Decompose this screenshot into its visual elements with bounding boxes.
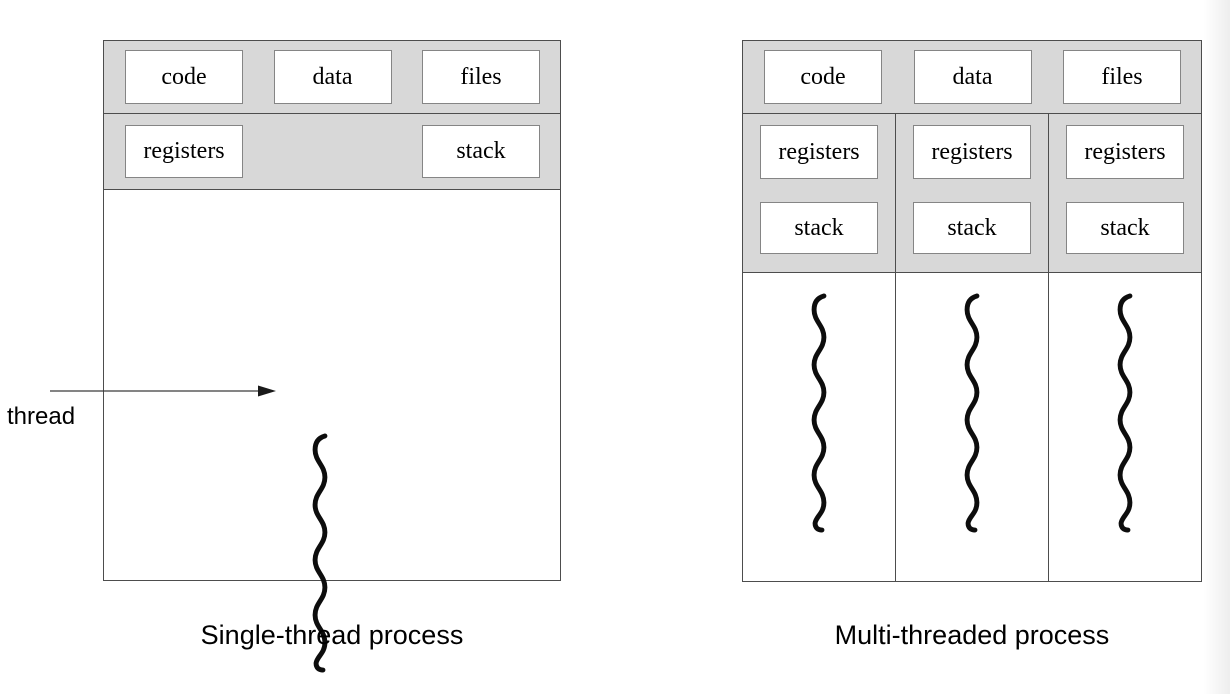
stack-label: stack <box>1100 214 1150 241</box>
registers-label: registers <box>931 138 1013 165</box>
single-thread-process-panel: code data files registers stack <box>103 40 561 581</box>
thread-context-section: registers stack <box>896 114 1048 273</box>
thread-column-1: registers stack <box>743 114 895 581</box>
stack-label: stack <box>947 214 997 241</box>
files-label: files <box>1101 63 1143 90</box>
thread-squiggle-icon <box>957 293 987 533</box>
multi-threaded-process-panel: code data files registers stack <box>742 40 1202 582</box>
files-label: files <box>460 63 502 90</box>
code-box: code <box>125 50 243 104</box>
stack-label: stack <box>456 138 506 164</box>
process-resources-row: code data files <box>743 41 1201 114</box>
code-label: code <box>800 63 846 90</box>
code-box: code <box>764 50 882 104</box>
thread-squiggle-icon <box>804 293 834 533</box>
files-box: files <box>422 50 540 104</box>
stack-box: stack <box>913 202 1031 254</box>
thread-columns: registers stack registers stack <box>743 114 1201 581</box>
data-box: data <box>913 50 1032 104</box>
thread-area <box>104 190 560 580</box>
stack-box: stack <box>422 125 540 178</box>
data-label: data <box>952 63 993 90</box>
thread-column-2: registers stack <box>895 114 1049 581</box>
registers-label: registers <box>778 138 860 165</box>
data-box: data <box>273 50 392 104</box>
multi-threaded-caption: Multi-threaded process <box>834 620 1110 650</box>
thread-pointer-label: thread <box>7 403 76 430</box>
stack-box: stack <box>760 202 878 254</box>
registers-box: registers <box>1066 125 1184 179</box>
thread-context-section: registers stack <box>743 114 895 273</box>
thread-squiggle-icon <box>1110 293 1140 533</box>
registers-label: registers <box>143 138 225 164</box>
thread-column-3: registers stack <box>1049 114 1201 581</box>
thread-context-row: registers stack <box>104 114 560 190</box>
process-resources-row: code data files <box>104 41 560 114</box>
stack-label: stack <box>794 214 844 241</box>
thread-arrow-icon <box>50 385 276 397</box>
files-box: files <box>1063 50 1181 104</box>
code-label: code <box>161 63 207 90</box>
registers-label: registers <box>1084 138 1166 165</box>
stack-box: stack <box>1066 202 1184 254</box>
registers-box: registers <box>913 125 1031 179</box>
thread-context-section: registers stack <box>1049 114 1201 273</box>
single-thread-caption: Single-thread process <box>200 620 464 650</box>
window-edge-shading <box>1203 0 1230 694</box>
registers-box: registers <box>760 125 878 179</box>
data-label: data <box>312 63 353 90</box>
registers-box: registers <box>125 125 243 178</box>
